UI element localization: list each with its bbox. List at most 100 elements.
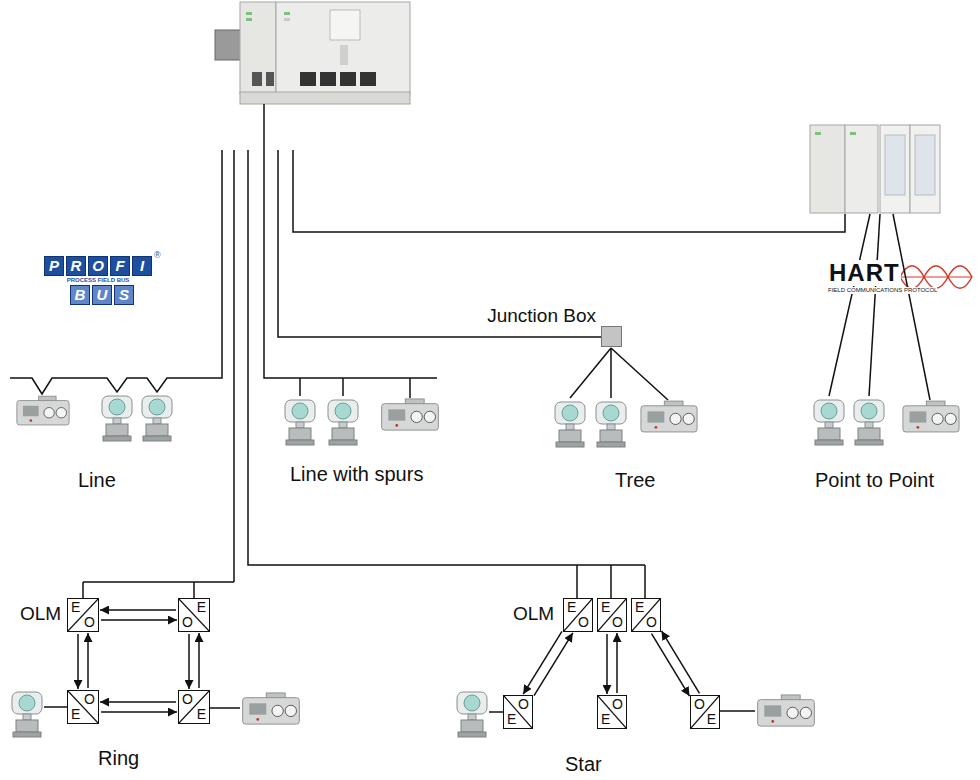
converter-letter: E: [71, 600, 80, 615]
controller: [266, 72, 274, 86]
olm-converter: EO: [597, 695, 627, 729]
bus-wire: [233, 150, 235, 582]
remote-io: [910, 125, 940, 213]
olm-converter: EO: [503, 695, 533, 729]
field-device: [596, 402, 626, 447]
converter-letter: O: [694, 697, 705, 712]
field-device: [285, 400, 315, 445]
logo-letter: B: [70, 285, 90, 305]
field-device: [555, 402, 585, 447]
bus-wire: [342, 378, 344, 396]
junction-box: Junction Box: [601, 326, 622, 347]
fiber-link-arrow: [101, 711, 177, 713]
converter-divider: [68, 691, 98, 723]
field-device: [328, 400, 358, 445]
olm-converter: EO: [67, 690, 99, 724]
bus-wire: [576, 565, 578, 598]
bus-wire: [293, 150, 845, 232]
converter-letter: E: [507, 712, 516, 727]
logo-letter: I: [132, 256, 152, 276]
bus-wire: [263, 104, 265, 150]
logo-letter: P: [44, 256, 64, 276]
field-device: [12, 396, 959, 737]
converter-letter: O: [612, 697, 623, 712]
bus-wire: [610, 348, 612, 398]
controller: [320, 72, 336, 86]
converter-divider: [598, 696, 626, 728]
fiber-link-arrow: [198, 633, 200, 688]
olm-label: OLM: [20, 603, 61, 625]
bus-wire: [610, 565, 612, 598]
bus-wire: [570, 348, 611, 398]
converter-divider: [564, 599, 592, 631]
converter-letter: O: [578, 615, 589, 630]
bus-wire: [210, 707, 240, 709]
converter-divider: [691, 696, 719, 728]
bus-wire: [869, 214, 880, 396]
converter-divider: [632, 599, 660, 631]
trademark-mark: ®: [154, 250, 161, 260]
field-device: [903, 401, 959, 432]
converter-letter: E: [601, 712, 610, 727]
converter-letter: E: [197, 707, 206, 722]
fiber-link-arrow: [87, 633, 89, 688]
controller: [340, 45, 348, 65]
remote-io: [885, 135, 905, 195]
olm-converter: EO: [597, 598, 627, 632]
hart-wave: [900, 266, 972, 289]
field-device: [382, 399, 439, 430]
olm-label: OLM: [513, 603, 554, 625]
remote-io: [850, 132, 856, 135]
field-device: [243, 693, 300, 724]
olm-converter: EO: [563, 598, 593, 632]
converter-letter: O: [84, 615, 95, 630]
remote-io: [880, 125, 910, 213]
bus-wire: [489, 711, 503, 713]
topology-caption: Line: [78, 468, 116, 492]
controller: [252, 72, 262, 86]
fiber-link-arrow: [100, 701, 176, 703]
node-label: Junction Box: [487, 305, 596, 327]
converter-letter: O: [182, 615, 193, 630]
converter-letter: O: [84, 692, 95, 707]
controller: [215, 30, 241, 60]
converter-letter: O: [612, 615, 623, 630]
fiber-link-arrow: [606, 634, 608, 694]
controller: [300, 72, 316, 86]
fiber-link-arrow: [100, 609, 176, 611]
converter-letter: E: [635, 600, 644, 615]
field-device: [102, 396, 132, 441]
remote-io: [845, 125, 878, 213]
field-device: [854, 400, 884, 445]
olm-converter: EO: [631, 598, 661, 632]
fiber-link-arrow: [188, 634, 190, 689]
olm-converter: EO: [690, 695, 720, 729]
olm-converter: EO: [67, 598, 99, 632]
topology-caption: Point to Point: [815, 468, 934, 492]
topology-caption: Tree: [615, 468, 655, 492]
bus-wire: [829, 214, 870, 396]
converter-divider: [179, 691, 209, 723]
remote-io: [810, 125, 940, 213]
olm-converter: EO: [178, 690, 210, 724]
controller: [276, 2, 410, 94]
hart-logo: HART: [828, 260, 901, 286]
bus-wire: [644, 565, 646, 598]
converter-letter: E: [197, 600, 206, 615]
fiber-link-arrow: [77, 634, 79, 689]
logo-letter: U: [92, 285, 112, 305]
bus-wire: [248, 150, 645, 565]
field-device: [814, 400, 844, 445]
bus-wire: [278, 150, 601, 337]
field-device: [12, 692, 42, 737]
converter-letter: E: [707, 712, 716, 727]
bus-wire: [44, 706, 67, 708]
controller: [246, 18, 252, 21]
converter-letter: O: [182, 692, 193, 707]
field-device: [17, 396, 69, 425]
bus-wire: [193, 582, 195, 598]
remote-io: [815, 132, 821, 135]
topology-caption: Line with spurs: [290, 462, 423, 486]
